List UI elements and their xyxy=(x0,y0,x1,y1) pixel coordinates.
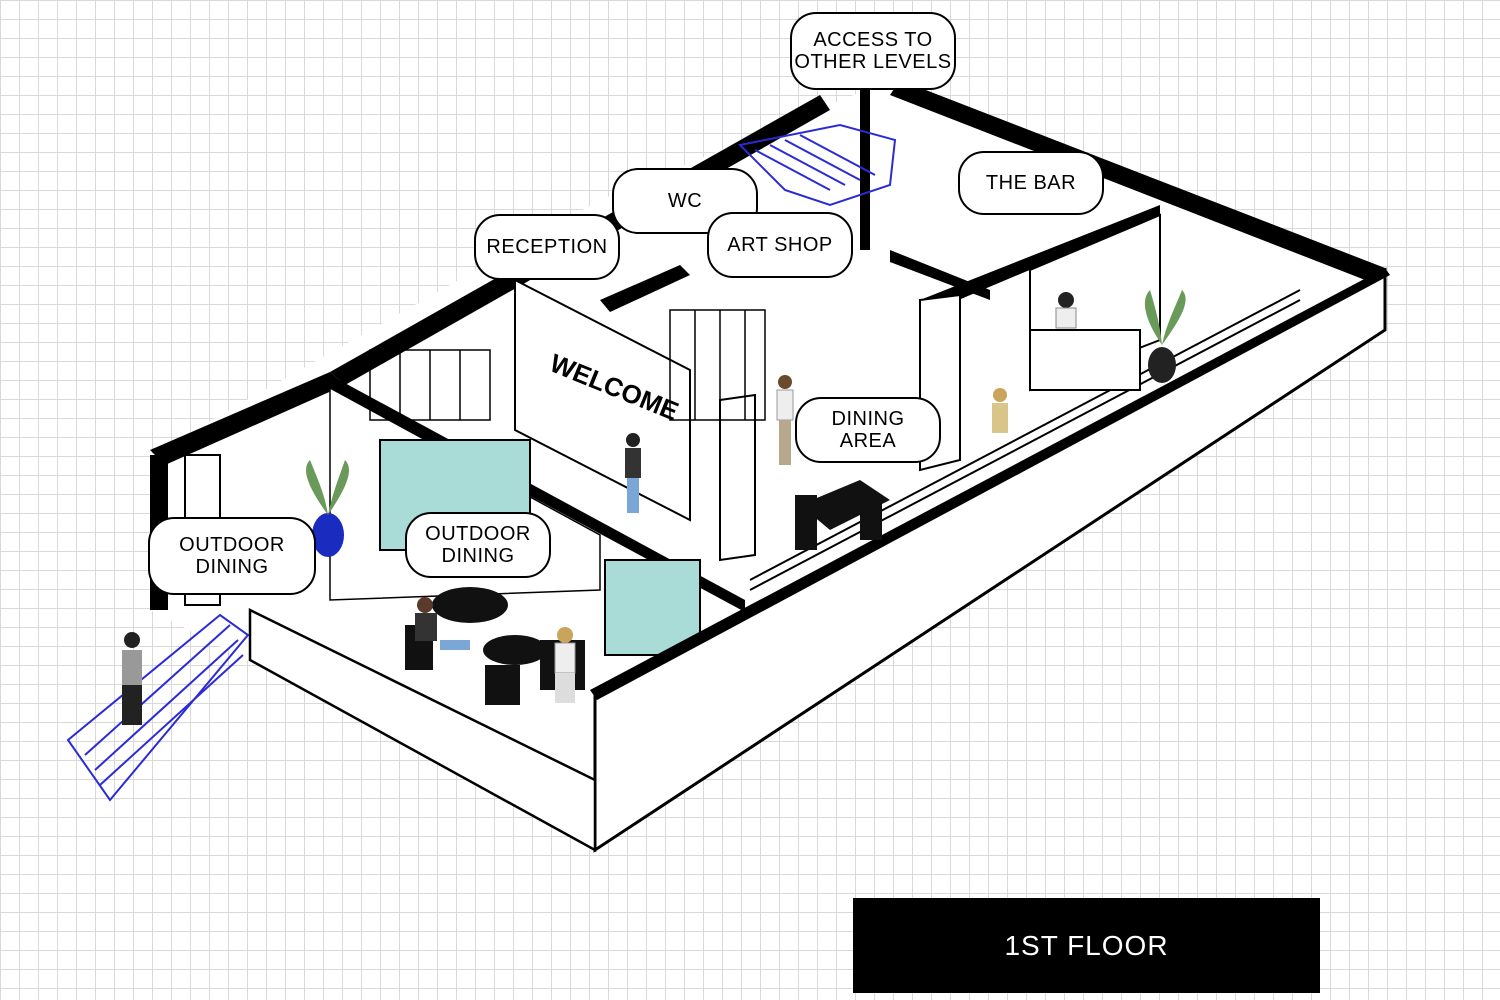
person-stairs xyxy=(122,632,142,725)
person-art-shop xyxy=(776,375,794,465)
plant-bar xyxy=(1144,290,1186,383)
glass-window-2 xyxy=(604,559,701,656)
label-dining-area: DINING AREA xyxy=(795,397,941,463)
terrace-wall xyxy=(248,607,597,853)
partition-reception xyxy=(330,375,745,612)
partition-wc xyxy=(600,265,690,312)
dining-furniture xyxy=(795,480,890,550)
bar-counter xyxy=(1029,329,1141,391)
person-reception xyxy=(625,433,641,513)
floor-label: 1ST FLOOR xyxy=(853,898,1320,993)
column xyxy=(719,393,756,562)
person-outdoor-2 xyxy=(554,627,576,703)
shelves-art-shop xyxy=(669,309,766,421)
label-reception: RECEPTION xyxy=(474,214,620,280)
person-painter xyxy=(992,388,1008,433)
stairs-upper xyxy=(737,123,897,207)
outdoor-furniture xyxy=(405,587,585,705)
partition-bar-2 xyxy=(920,205,1160,312)
person-outdoor-1 xyxy=(415,597,470,650)
left-wall-top xyxy=(150,372,345,465)
reception-wall xyxy=(514,278,691,522)
person-bar xyxy=(1055,292,1077,329)
plant-outdoor xyxy=(306,460,349,557)
label-outdoor-dining-center: OUTDOOR DINING xyxy=(405,512,551,578)
front-wall-cap xyxy=(590,268,1390,700)
stairs-outdoor xyxy=(66,613,250,802)
label-art-shop: ART SHOP xyxy=(707,212,853,278)
back-wall-right xyxy=(890,80,1385,285)
label-the-bar: THE BAR xyxy=(958,151,1104,215)
label-outdoor-dining-left: OUTDOOR DINING xyxy=(148,517,316,595)
railing-dining xyxy=(749,289,1301,591)
label-access-to-other-levels: ACCESS TO OTHER LEVELS xyxy=(790,12,956,90)
shelves-left xyxy=(369,349,491,421)
